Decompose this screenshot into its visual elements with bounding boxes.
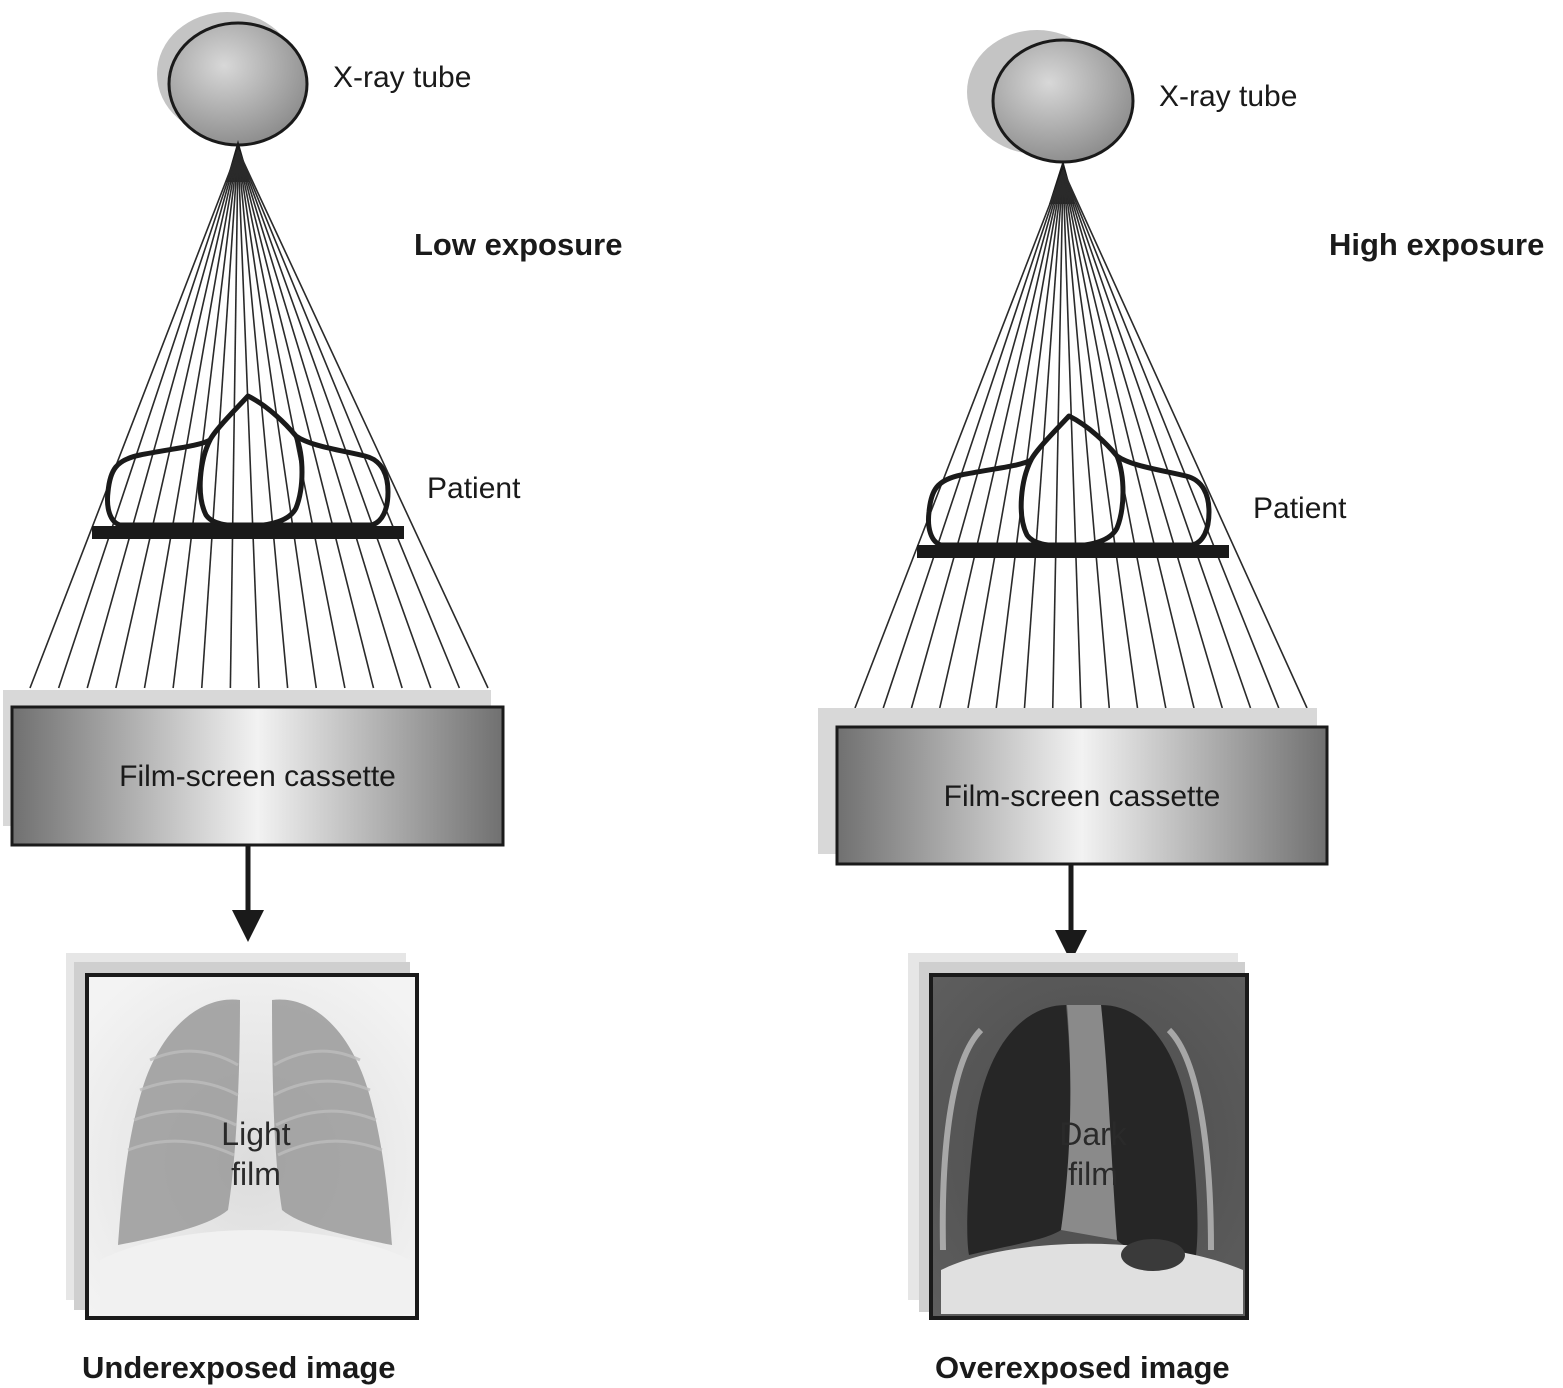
film-label: Light film [196,1114,316,1194]
xray-tube-label: X-ray tube [333,61,472,94]
xray-ray [938,169,1064,709]
patient-label: Patient [1253,492,1347,525]
ribcage-outline [939,1027,1214,1251]
film-screen-cassette [3,690,505,847]
xray-ray [1062,169,1308,709]
xray-ray [237,149,432,689]
xray-ray [237,149,375,689]
patient-outline [926,413,1212,549]
xray-ray [200,149,239,689]
light-film-image [66,953,419,1320]
arrow-down-icon [1055,864,1087,962]
film-label: Dark film [1033,1114,1153,1194]
patient-table [92,526,404,539]
xray-ray [229,149,239,689]
lung-right [272,999,392,1245]
xray-tube-icon [157,12,309,147]
xray-ray [237,149,403,689]
xray-rays [29,149,489,689]
xray-beam [854,160,1308,709]
xray-ray [1062,169,1111,709]
xray-ray [1062,169,1280,709]
image-caption: Underexposed image [82,1350,396,1385]
xray-ray [1062,169,1167,709]
low-exposure-panel: X-ray tube Low exposure Patient Film-scr… [0,0,781,1388]
film-label-line1: Light [221,1116,291,1152]
xray-ray [237,149,346,689]
xray-ray [29,149,239,689]
low-exposure-diagram [3,12,505,1320]
film-label-line2: film [231,1156,281,1192]
patient-table [917,545,1229,558]
film-label-line1: Dark [1059,1116,1127,1152]
xray-ray [237,149,289,689]
xray-ray [910,169,1064,709]
xray-ray [237,149,489,689]
xray-ray [882,169,1064,709]
high-exposure-panel: X-ray tube High exposure Patient Film-sc… [781,0,1562,1388]
high-exposure-diagram [818,30,1329,1320]
xray-ray [967,169,1064,709]
film-label-line2: film [1068,1156,1118,1192]
xray-ray [1062,169,1082,709]
xray-rays [854,169,1308,709]
rib-lines [127,1049,383,1157]
cassette-label: Film-screen cassette [943,780,1221,813]
xray-ray [237,149,260,689]
xray-ray [1023,169,1064,709]
xray-ray [1062,169,1224,709]
image-caption: Overexposed image [935,1350,1230,1385]
xray-ray [854,169,1064,709]
xray-ray [1051,169,1064,709]
lung-right [1101,1005,1198,1262]
xray-ray [115,149,239,689]
xray-ray [995,169,1064,709]
xray-ray [1062,169,1252,709]
xray-tube-icon [967,30,1135,164]
lung-left [967,1005,1071,1255]
xray-ray [172,149,239,689]
xray-ray [86,149,239,689]
exposure-label: Low exposure [414,227,623,262]
xray-ray [143,149,239,689]
xray-tube-label: X-ray tube [1159,80,1298,113]
lung-left [118,999,240,1245]
xray-ray [1062,169,1195,709]
xray-ray [237,149,461,689]
dark-film-image [908,953,1249,1320]
patient-label: Patient [427,472,521,505]
xray-ray [57,149,239,689]
film-screen-cassette [818,708,1329,866]
xray-beam [29,140,489,689]
exposure-label: High exposure [1329,227,1545,262]
arrow-down-icon [232,846,264,942]
cassette-label: Film-screen cassette [119,760,396,793]
